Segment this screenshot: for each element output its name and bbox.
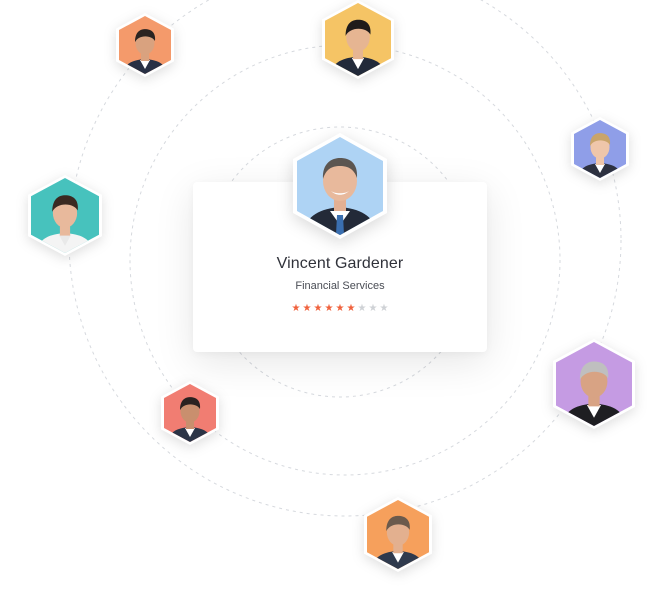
rating-stars: ★★★★★★★★★ [193,303,487,315]
person-photo-icon [119,16,171,74]
person-photo-icon [574,120,626,178]
star-filled-icon: ★ [335,303,345,314]
person-photo-icon [367,500,429,569]
profile-card[interactable]: Vincent Gardener Financial Services ★★★★… [193,182,487,352]
avatar-top-left[interactable] [116,13,174,77]
star-filled-icon: ★ [302,303,312,314]
featured-avatar[interactable] [292,133,388,239]
avatar-top-center[interactable] [322,0,394,79]
star-filled-icon: ★ [324,303,334,314]
avatar-lower-left[interactable] [161,381,219,445]
star-empty-icon: ★ [379,303,389,314]
profile-role: Financial Services [295,280,385,292]
person-photo-icon [325,3,391,76]
avatar-right[interactable] [571,117,629,181]
star-filled-icon: ★ [313,303,323,314]
outer-orbit-ring [68,0,622,517]
avatar-left[interactable] [28,175,102,256]
avatar-lower-right[interactable] [553,339,635,429]
star-filled-icon: ★ [346,303,356,314]
avatar-bottom[interactable] [364,497,432,572]
star-empty-icon: ★ [368,303,378,314]
middle-orbit-ring [129,44,561,476]
person-photo-icon [31,178,99,253]
star-filled-icon: ★ [291,303,301,314]
person-photo-icon [164,384,216,442]
person-photo-icon [556,342,632,426]
profile-name: Vincent Gardener [276,255,404,272]
star-empty-icon: ★ [357,303,367,314]
